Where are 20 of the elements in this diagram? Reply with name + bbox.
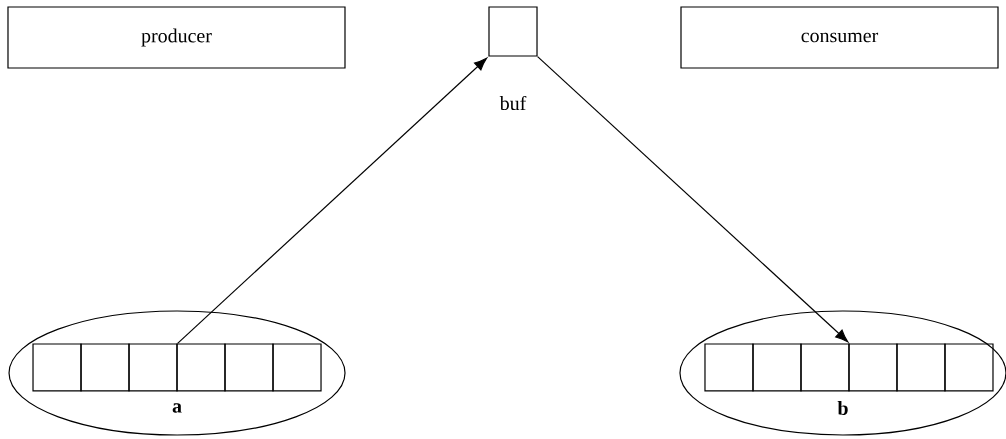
array-cell xyxy=(896,343,946,392)
process-box: producer xyxy=(7,6,346,69)
array-cell xyxy=(224,343,274,392)
arrow xyxy=(537,56,849,343)
array-cell xyxy=(944,343,994,392)
process-box: consumer xyxy=(680,6,999,69)
array-cell xyxy=(848,343,898,392)
array-cell xyxy=(704,343,754,392)
array-cell xyxy=(176,343,226,392)
array-cell xyxy=(752,343,802,392)
array-cell xyxy=(272,343,322,392)
array-cell xyxy=(32,343,82,392)
array-label: a xyxy=(172,403,182,413)
buffer-label: buf xyxy=(499,95,527,111)
array-cell xyxy=(800,343,850,392)
array-cell xyxy=(128,343,178,392)
arrow xyxy=(177,57,488,344)
array-ellipse xyxy=(8,310,346,436)
array-cell xyxy=(80,343,130,392)
array-label: b xyxy=(837,401,848,415)
